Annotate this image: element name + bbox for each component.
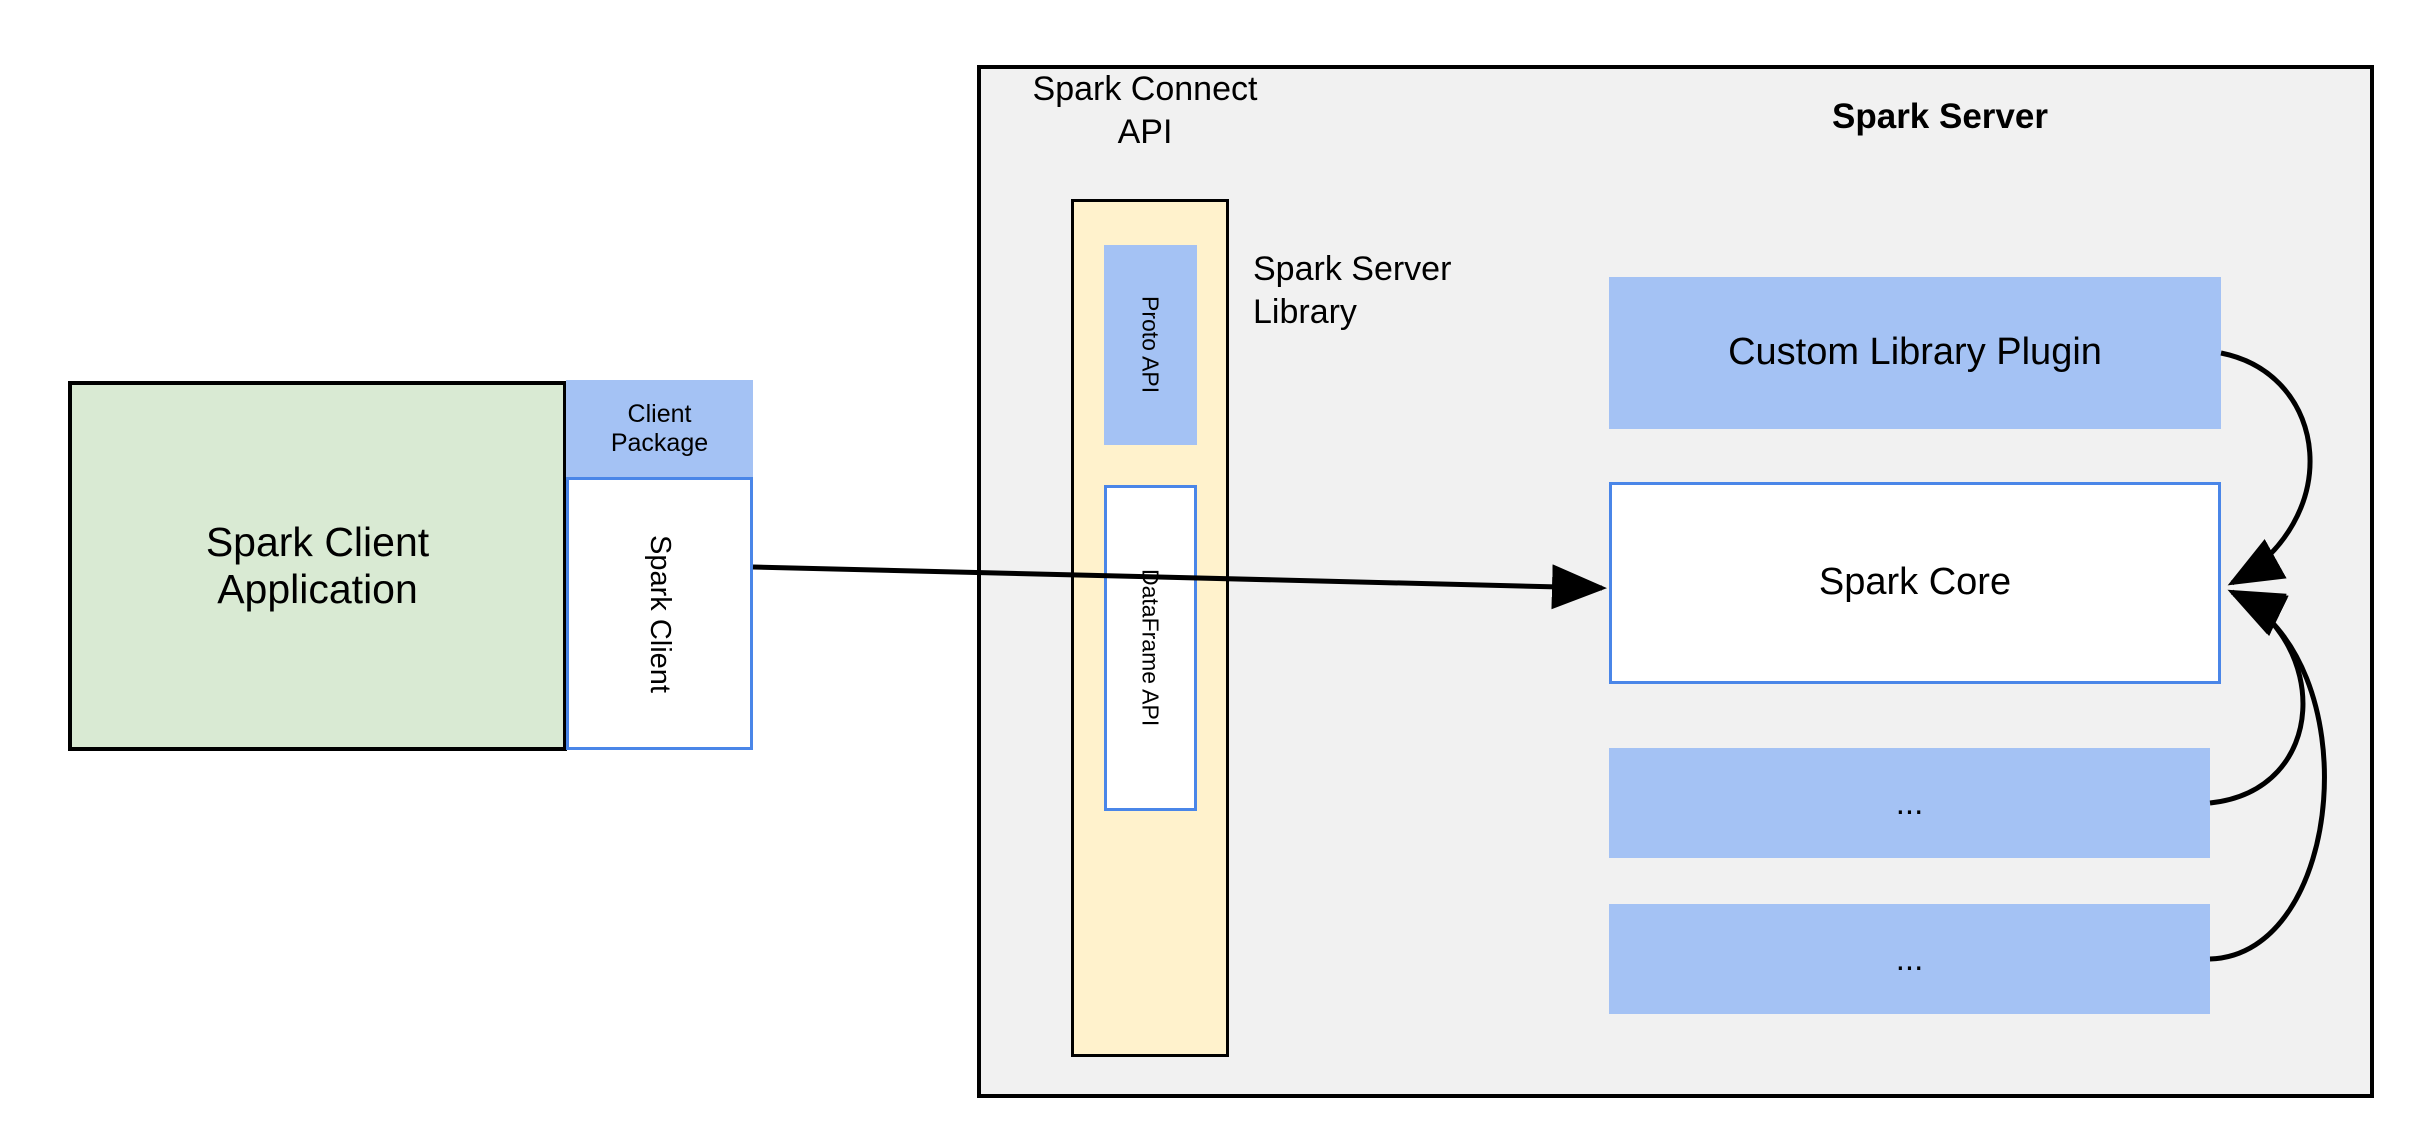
ellipsis-box-1-label: ... [1895, 784, 1924, 822]
spark-connect-api-title: Spark Connect API [1032, 70, 1258, 151]
ellipsis-box-2[interactable]: ... [1609, 904, 2210, 1014]
client-package-box[interactable]: Client Package [566, 380, 753, 477]
spark-core-box[interactable]: Spark Core [1609, 482, 2221, 684]
spark-client-application-box[interactable]: Spark Client Application [68, 381, 567, 751]
spark-server-title: Spark Server [1832, 97, 2048, 136]
ellipsis-box-1[interactable]: ... [1609, 748, 2210, 858]
spark-client-application-label: Spark Client Application [205, 518, 430, 612]
client-package-label: Client Package [610, 399, 709, 457]
spark-client-label: Spark Client [644, 534, 677, 693]
spark-client-box[interactable]: Spark Client [566, 477, 753, 750]
dataframe-api-label: DataFrame API [1137, 569, 1164, 727]
spark-core-label: Spark Core [1818, 561, 2012, 604]
custom-library-plugin-label: Custom Library Plugin [1728, 331, 2102, 374]
spark-server-library-title: Spark Server Library [1253, 250, 1452, 331]
dataframe-api-box[interactable]: DataFrame API [1104, 485, 1197, 811]
proto-api-label: Proto API [1137, 296, 1164, 394]
ellipsis-box-2-label: ... [1895, 940, 1924, 978]
proto-api-box[interactable]: Proto API [1104, 245, 1197, 445]
custom-library-plugin-box[interactable]: Custom Library Plugin [1609, 277, 2221, 429]
